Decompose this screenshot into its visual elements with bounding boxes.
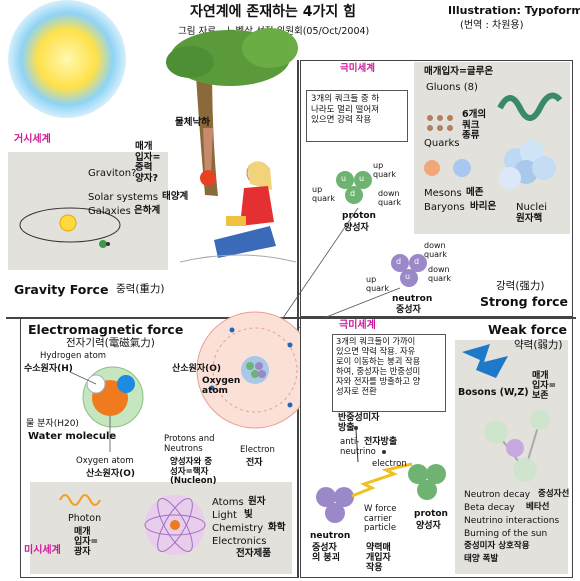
photon-label: Photon — [68, 513, 102, 524]
chemistry-label: Chemistry — [212, 523, 264, 534]
up-quark-label-1: up quark — [373, 161, 396, 179]
page-title: 자연계에 존재하는 4가지 힘 — [190, 4, 357, 20]
chemistry-ko: 화학 — [268, 522, 286, 533]
neutrino-interactions-label: Neutrino interactions — [464, 516, 560, 526]
quarks-label: Quarks — [424, 138, 460, 149]
water-ko: 물 분자(H20) — [26, 419, 79, 429]
quark-letter-u1: u — [341, 174, 347, 183]
bosons-label: Bosons (W,Z) — [458, 387, 529, 398]
hydrogen-ko: 수소원자(H) — [24, 364, 73, 374]
page-subtitle: 그림 자료 – 노벨상 선정 위원회(05/Oct/2004) — [178, 26, 370, 37]
quark-letter-u2: u — [359, 174, 365, 183]
w-force-label: W force carrier particle — [364, 504, 397, 534]
proton-ko: 양성자 — [344, 223, 369, 233]
galaxies-label: Galaxies — [88, 206, 131, 217]
weak-neutron-label: neutron — [310, 531, 351, 541]
quark-types-label: 6개의 쿼크 종류 — [462, 109, 487, 142]
neutron-label: neutron — [392, 294, 433, 304]
electron-ko: 전자 — [246, 458, 263, 468]
weak-micro-label: 극미세계 — [339, 320, 376, 331]
translator: (번역 : 차원용) — [460, 20, 524, 31]
strong-micro-label: 극미세계 — [340, 63, 375, 74]
proton-label: proton — [342, 211, 376, 221]
photon-mediator-label: 매개 입자= 광자 — [74, 527, 99, 558]
falling-object-label: 물체낙하 — [175, 117, 210, 128]
quark-letter-d2: d — [396, 257, 402, 266]
mesons-label: Mesons — [424, 188, 462, 199]
gravity-mediator-label: 매개 입자= 중력 양자? — [135, 141, 161, 184]
beta-decay-label: Beta decay — [464, 503, 515, 513]
atoms-label: Atoms — [212, 497, 244, 508]
gravity-force-title: Gravity Force — [14, 282, 109, 297]
nucleon-ko: 양성자와 중 성자=핵자 (Nucleon) — [170, 457, 217, 487]
baryons-ko: 바리온 — [470, 201, 497, 212]
water-label: Water molecule — [28, 431, 117, 442]
macro-world-label: 거시세계 — [14, 134, 51, 145]
strong-note-box: 3개의 쿼크들 중 하 나라도 멀리 떨어져 있으면 강력 작용 — [306, 90, 408, 142]
nuclei-label: Nuclei — [516, 202, 548, 213]
down-quark-label-3: down quark — [428, 265, 451, 283]
em-micro-label: 미시세계 — [24, 545, 61, 556]
nuclei-ko: 원자핵 — [516, 213, 543, 224]
oxygen-ko: 산소원자(O) — [172, 364, 221, 374]
gravity-force-ko: 중력(重力) — [116, 283, 165, 295]
oxygen-label: Oxygen atom — [202, 376, 241, 397]
protons-neutrons-label: Protons and Neutrons — [164, 434, 215, 454]
electron-emit-ko: 전자방출 — [364, 437, 398, 447]
neutron-decay-label: Neutron decay — [464, 490, 531, 500]
weak-proton-ko: 양성자 — [416, 521, 441, 531]
up-quark-label-3: up quark — [366, 275, 389, 293]
neutrino-interaction-ko: 중성미자 상호작용 — [464, 541, 530, 551]
neutron-ko: 중성자 — [396, 305, 421, 315]
strong-note-text: 3개의 쿼크들 중 하 나라도 멀리 떨어져 있으면 강력 작용 — [311, 94, 380, 126]
light-ko: 빛 — [244, 509, 253, 520]
em-force-title: Electromagnetic force — [28, 322, 184, 337]
weak-force-ko: 약력(弱力) — [514, 339, 563, 351]
quark-letter-d1: d — [350, 189, 356, 198]
boson-mediator-label: 매개 입자= 보존 — [532, 371, 557, 402]
electron-label: Electron — [240, 445, 275, 455]
down-quark-label-1: down quark — [378, 189, 401, 207]
hydrogen-label: Hydrogen atom — [40, 351, 107, 361]
weak-electron-label: electron — [372, 459, 407, 469]
galaxies-ko: 은하계 — [134, 205, 161, 216]
quark-letter-d3: d — [414, 257, 420, 266]
quark-letter-u3: u — [405, 272, 411, 281]
weak-note-box: 3개의 쿼크들이 가까이 있으면 약력 작용. 자유 로이 이동하는 붕괴 작용… — [332, 334, 446, 412]
w-force-ko: 약력매 개입자 작용 — [366, 543, 391, 574]
up-quark-label-2: up quark — [312, 185, 335, 203]
burning-sun-label: Burning of the sun — [464, 529, 548, 539]
light-label: Light — [212, 510, 237, 521]
neutron-decay-ko: 중성자 의 붕괴 — [312, 543, 340, 564]
weak-note-text: 3개의 쿼크들이 가까이 있으면 약력 작용. 자유 로이 이동하는 붕괴 작용… — [336, 336, 421, 396]
antineutrino-ko: 반중성미자 방출 — [338, 413, 380, 434]
em-force-ko: 전자기력(電磁氣力) — [66, 337, 155, 349]
sun-burst-ko: 태양 폭발 — [464, 554, 499, 564]
atoms-ko: 원자 — [248, 496, 266, 507]
electronics-label: Electronics — [212, 536, 267, 547]
gluon-mediator-label: 매개입자=글루온 — [424, 66, 494, 77]
credit: Illustration: Typoform — [448, 4, 580, 17]
solar-systems-ko: 태양계 — [162, 191, 189, 202]
electronics-ko: 전자제품 — [236, 548, 271, 559]
strong-force-title: Strong force — [480, 294, 569, 309]
neutron-decay-item-ko: 중성자선 — [538, 489, 570, 499]
down-quark-label-2: down quark — [424, 241, 447, 259]
gluons-label: Gluons (8) — [426, 82, 478, 93]
antineutrino-label: anti- neutrino — [340, 437, 376, 457]
weak-force-title: Weak force — [488, 322, 567, 337]
strong-grey-box — [414, 62, 570, 234]
weak-proton-label: proton — [414, 509, 448, 519]
baryons-label: Baryons — [424, 202, 465, 213]
mesons-ko: 메존 — [466, 187, 484, 198]
beta-decay-ko: 베타선 — [526, 502, 550, 512]
sun-icon — [8, 0, 126, 118]
oxygen-atom-ko: 산소원자(O) — [86, 469, 135, 479]
oxygen-atom-label: Oxygen atom — [76, 456, 134, 466]
solar-systems-label: Solar systems — [88, 192, 159, 203]
graviton-label: Graviton? — [88, 168, 137, 179]
strong-force-ko: 강력(强力) — [496, 280, 545, 292]
